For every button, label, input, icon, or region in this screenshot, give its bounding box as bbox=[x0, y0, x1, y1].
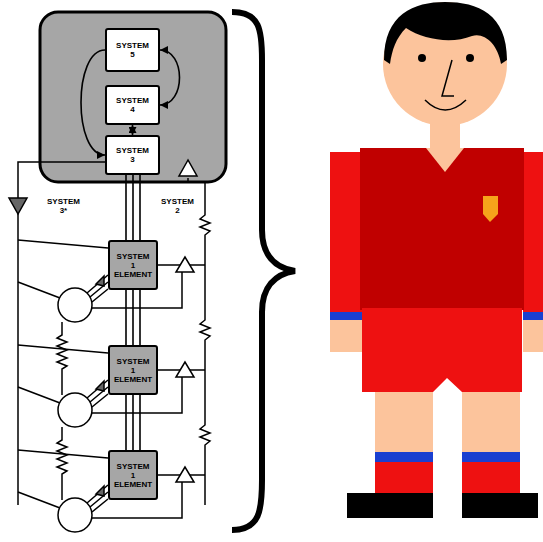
system-label: SYSTEM 3* bbox=[46, 196, 81, 216]
box-label: SYSTEM 1 ELEMENT bbox=[114, 252, 152, 279]
operation-element-box: SYSTEM 1 ELEMENT bbox=[108, 450, 158, 500]
curly-brace bbox=[232, 12, 295, 530]
box-label: SYSTEM 3 bbox=[116, 146, 149, 164]
channel-lines bbox=[126, 290, 140, 345]
system-label: SYSTEM 2 bbox=[160, 196, 195, 216]
box-label: SYSTEM 4 bbox=[116, 96, 149, 114]
operation-element-box: SYSTEM 1 ELEMENT bbox=[108, 240, 158, 290]
channel-lines bbox=[126, 395, 140, 450]
management-box: SYSTEM 4 bbox=[105, 85, 160, 125]
management-panel bbox=[40, 12, 226, 182]
feedback-arrow bbox=[160, 50, 180, 105]
footballer-figure bbox=[330, 2, 543, 518]
box-label: SYSTEM 1 ELEMENT bbox=[114, 357, 152, 384]
feedback-arrow bbox=[132, 125, 133, 135]
operation-element-box: SYSTEM 1 ELEMENT bbox=[108, 345, 158, 395]
amplifier-triangles bbox=[9, 160, 197, 496]
feedback-arrow bbox=[81, 50, 105, 155]
box-label: SYSTEM 1 ELEMENT bbox=[114, 462, 152, 489]
channel-lines bbox=[126, 175, 140, 240]
system-wiring bbox=[18, 162, 210, 518]
management-box: SYSTEM 3 bbox=[105, 135, 160, 175]
operation-circles bbox=[58, 288, 92, 532]
box-label: SYSTEM 5 bbox=[116, 41, 149, 59]
management-box: SYSTEM 5 bbox=[105, 28, 160, 72]
